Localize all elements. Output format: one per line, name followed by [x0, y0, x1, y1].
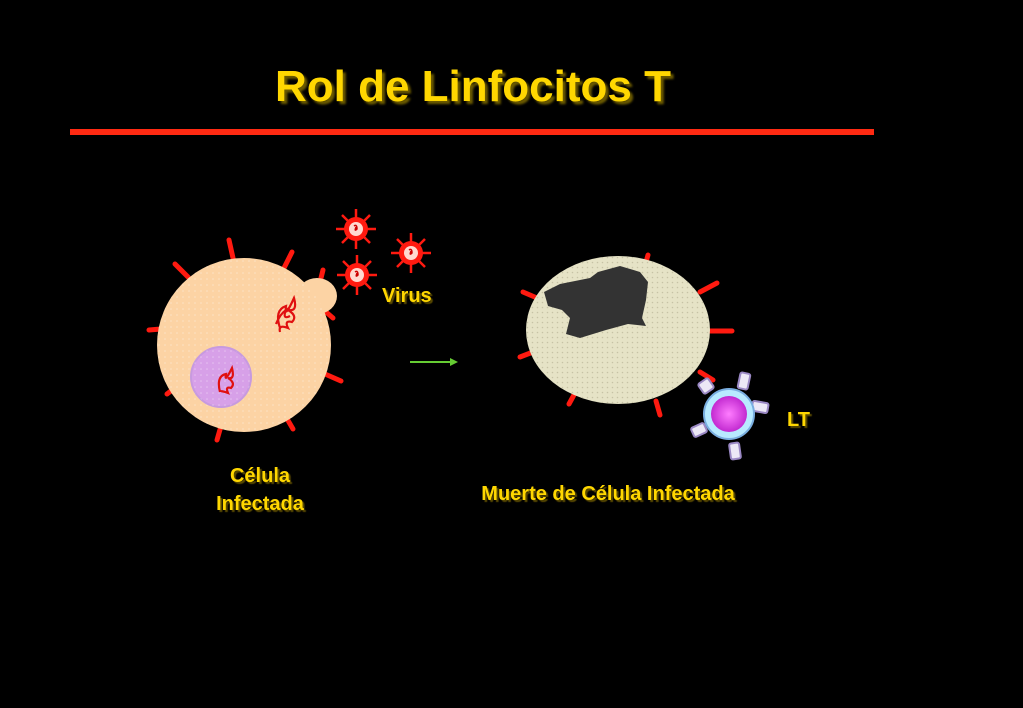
virus-particle	[336, 209, 376, 249]
virus-particle	[337, 255, 377, 295]
cell-death-label: Muerte de Célula Infectada	[481, 483, 735, 505]
fragmented-nucleus	[544, 266, 648, 338]
infected-cell-label-line2: Infectada	[216, 493, 304, 515]
infected-cell	[146, 237, 344, 443]
dying-cell	[517, 252, 735, 418]
infected-cell-label-line1: Célula	[229, 465, 291, 487]
virus-particle	[391, 233, 431, 273]
page-title: Rol de Linfocitos T	[275, 62, 671, 111]
lymphocyte-label: LT	[787, 409, 810, 431]
t-lymphocyte	[690, 371, 770, 461]
title-underline	[70, 129, 874, 135]
viral-rna-nucleus	[217, 364, 235, 395]
virus-label: Virus	[382, 285, 432, 307]
process-arrow	[410, 358, 458, 366]
viral-rna-cytoplasm	[274, 294, 297, 333]
infected-cell-label: Célula Infectada	[190, 462, 330, 518]
